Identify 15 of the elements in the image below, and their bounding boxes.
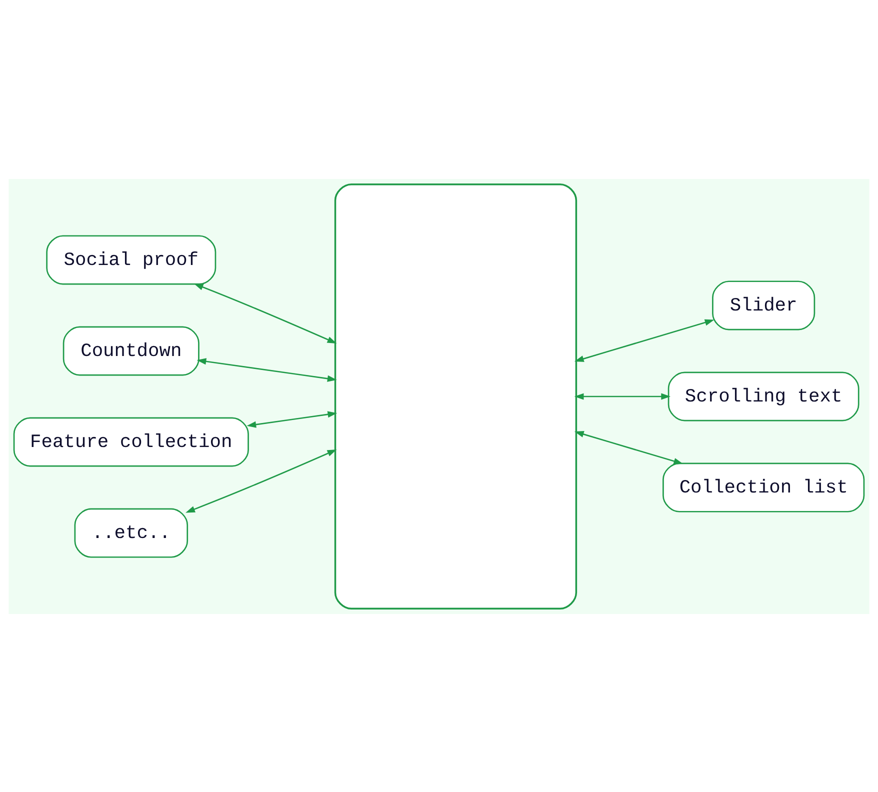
arrow [574,430,684,464]
arrow [246,410,338,428]
node-box: Collection list [662,462,865,512]
arrow [196,358,337,382]
arrow [194,283,337,344]
node-box: ..etc.. [74,508,188,558]
node-box: Social proof [46,234,216,284]
node-box: Countdown [62,326,200,376]
arrow [574,318,714,362]
arrow [186,448,337,512]
node-box: Slider [712,280,816,330]
node-box [334,182,578,610]
node-box: Scrolling text [668,371,860,421]
arrow [574,392,671,400]
node-box: Feature collection [13,416,249,466]
